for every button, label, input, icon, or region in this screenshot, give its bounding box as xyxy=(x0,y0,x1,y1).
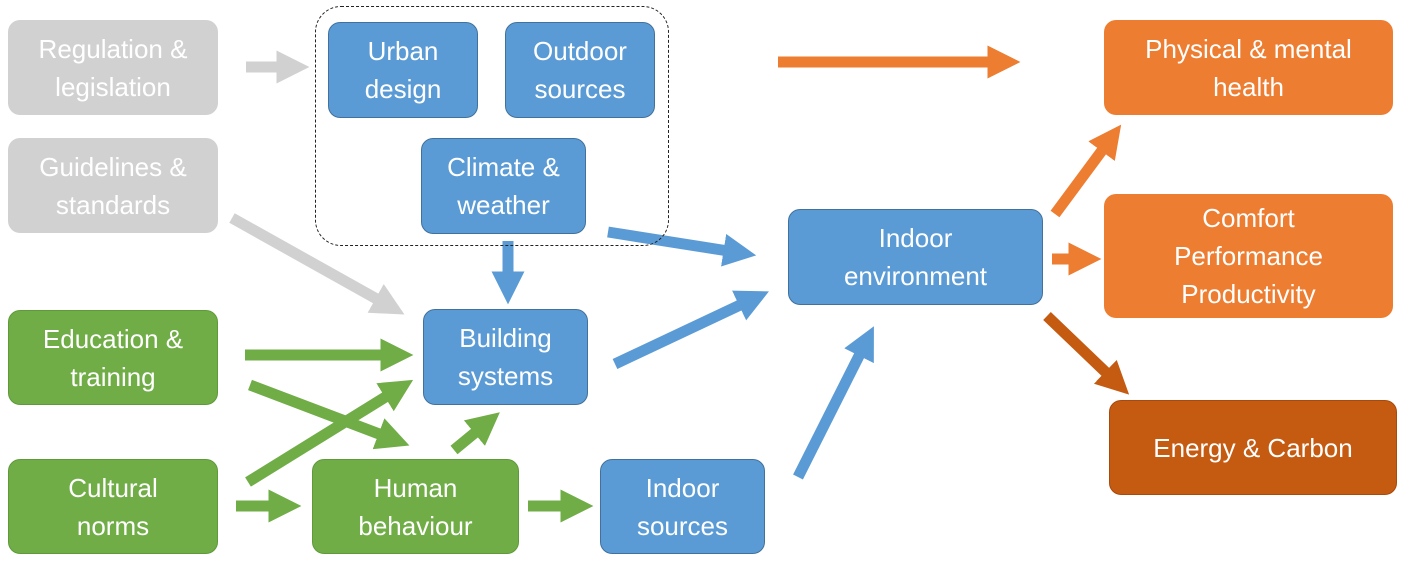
node-education-training: Education & training xyxy=(8,310,218,405)
node-label-line: Physical & mental xyxy=(1145,33,1352,64)
node-label-line: design xyxy=(364,74,442,104)
node-label-line: Education & xyxy=(42,323,184,354)
arrow-context-to-indoor-env xyxy=(607,226,757,267)
arrow-education-to-human xyxy=(248,379,410,450)
node-label-line: Urban xyxy=(367,36,439,66)
node-label-line: environment xyxy=(843,261,988,291)
node-cultural-norms: Cultural norms xyxy=(8,459,218,554)
node-label-line: Indoor xyxy=(878,223,953,253)
arrow-cultural-to-building xyxy=(245,379,414,487)
node-label-line: Guidelines & xyxy=(39,151,187,182)
arrow-indoor-sources-to-indoor-env xyxy=(793,326,874,480)
node-label-line: standards xyxy=(55,189,171,220)
node-energy-carbon: Energy & Carbon xyxy=(1109,400,1397,495)
node-indoor-sources: Indoor sources xyxy=(600,459,765,554)
node-label-line: Building xyxy=(459,323,552,353)
node-label-line: sources xyxy=(636,510,729,541)
arrow-building-to-indoor-env xyxy=(612,290,769,369)
node-human-behaviour: Human behaviour xyxy=(312,459,519,554)
node-label-line: Indoor xyxy=(645,472,720,503)
node-label-line: systems xyxy=(457,361,554,391)
node-urban-design: Urban design xyxy=(328,22,478,118)
arrow-indoor-env-to-energy xyxy=(1043,312,1130,395)
node-label-line: Climate & xyxy=(447,152,560,182)
arrow-guidelines-to-building xyxy=(229,213,405,315)
arrow-human-to-building xyxy=(450,412,500,455)
node-outdoor-sources: Outdoor sources xyxy=(505,22,655,118)
node-label-line: Outdoor xyxy=(533,36,627,66)
node-label-line: norms xyxy=(76,510,150,541)
node-label-line: Energy & Carbon xyxy=(1153,432,1353,463)
node-climate-weather: Climate & weather xyxy=(421,138,586,234)
node-label-line: Comfort xyxy=(1202,203,1295,233)
node-label-line: Human xyxy=(373,472,458,503)
node-label-line: weather xyxy=(457,190,550,220)
context-group-outline xyxy=(315,6,669,246)
node-label-line: Productivity xyxy=(1181,279,1316,309)
arrow-indoor-env-to-health xyxy=(1050,124,1122,218)
node-label-line: legislation xyxy=(55,71,171,102)
node-label-line: sources xyxy=(534,74,626,104)
node-label-line: Performance xyxy=(1174,241,1323,271)
node-indoor-environment: Indoor environment xyxy=(788,209,1043,305)
node-guidelines-standards: Guidelines & standards xyxy=(8,138,218,233)
node-building-systems: Building systems xyxy=(423,309,588,405)
node-label-line: behaviour xyxy=(358,510,473,541)
node-label-line: health xyxy=(1213,71,1284,102)
node-label-line: Cultural xyxy=(68,472,158,503)
node-regulation-legislation: Regulation & legislation xyxy=(8,20,218,115)
node-physical-mental-health: Physical & mental health xyxy=(1104,20,1393,115)
node-label-line: training xyxy=(70,361,156,392)
node-comfort-performance-productivity: Comfort Performance Productivity xyxy=(1104,194,1393,318)
node-label-line: Regulation & xyxy=(38,33,188,64)
